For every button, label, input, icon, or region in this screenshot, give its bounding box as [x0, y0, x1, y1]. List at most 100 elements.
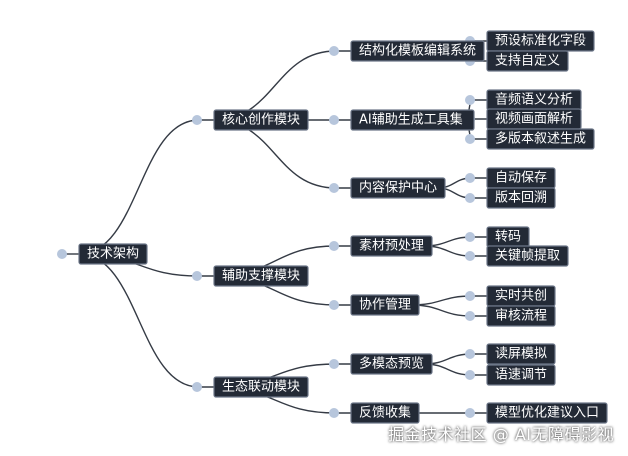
sub-node: 反馈收集 [350, 402, 420, 424]
sub-node-box [350, 109, 475, 131]
leaf-node: 预设标准化字段 [486, 30, 595, 52]
leaf-dot [465, 173, 475, 183]
leaf-node: 实时共创 [486, 285, 556, 307]
leaf-node-label: 语速调节 [495, 368, 547, 383]
leaf-node: 模型优化建议入口 [486, 402, 608, 424]
sub-node-box [350, 40, 485, 62]
leaf-node: 关键帧提取 [486, 245, 569, 267]
leaf-dot [465, 95, 475, 105]
leaf-node-label: 自动保存 [495, 171, 547, 186]
sub-node: 协作管理 [350, 294, 420, 316]
sub-to-leaf-line [410, 295, 487, 306]
leaf-node-box [486, 343, 556, 365]
sub-node-label: 反馈收集 [359, 405, 411, 421]
leaf-node: 转码 [486, 226, 530, 248]
leaf-dot [465, 370, 475, 380]
leaf-node: 音频语义分析 [486, 89, 582, 111]
sub-dot [329, 359, 339, 369]
leaf-node-label: 多版本叙述生成 [495, 131, 586, 147]
leaf-dot [465, 251, 475, 261]
leaf-node: 视频画面解析 [486, 108, 582, 130]
leaf-node: 版本回溯 [486, 187, 556, 209]
sub-node: AI辅助生成工具集 [350, 109, 475, 131]
leaf-dot [465, 193, 475, 203]
branch-node-box [213, 265, 309, 287]
leaf-node-box [486, 187, 556, 209]
leaf-node-box [486, 50, 569, 72]
sub-to-leaf-line [423, 363, 487, 376]
leaf-dot [465, 408, 475, 418]
sub-node-label: 素材预处理 [359, 239, 424, 254]
leaf-node-label: 支持自定义 [495, 54, 560, 69]
leaf-dot [465, 232, 475, 242]
sub-dot [329, 408, 339, 418]
root-node-label: 技术架构 [87, 247, 139, 262]
sub-dot [329, 183, 339, 193]
sub-dot [329, 300, 339, 310]
sub-dot [329, 241, 339, 251]
leaf-node-box [486, 305, 556, 327]
leaf-node-label: 审核流程 [495, 309, 547, 324]
leaf-node: 多版本叙述生成 [486, 128, 595, 150]
leaf-node-label: 关键帧提取 [495, 248, 560, 264]
leaf-node-label: 音频语义分析 [495, 92, 573, 108]
branch-dot [192, 382, 202, 392]
leaf-node-label: 预设标准化字段 [495, 34, 586, 49]
root-node: 技术架构 [78, 243, 148, 265]
branch-dot [192, 271, 202, 281]
sub-node-box [350, 177, 446, 199]
root-node-box [78, 243, 148, 265]
watermark: 掘金技术社区 @ AI无障碍影视 [388, 425, 614, 444]
leaf-node-label: 视频画面解析 [495, 112, 573, 127]
leaf-node: 自动保存 [486, 167, 556, 189]
root-left-dot [57, 249, 67, 259]
sub-node-label: 结构化模板编辑系统 [359, 44, 476, 59]
sub-dot [329, 115, 339, 125]
sub-to-leaf-line [423, 245, 487, 257]
sub-node-box [350, 402, 420, 424]
sub-to-leaf-line [423, 353, 487, 365]
sub-node-label: 多模态预览 [359, 356, 424, 372]
sub-node-label: 协作管理 [359, 298, 411, 313]
leaf-node: 语速调节 [486, 364, 556, 386]
branch-dot [192, 115, 202, 125]
branch-node-box [213, 376, 309, 398]
leaf-node-box [486, 128, 595, 150]
sub-node-label: 内容保护中心 [359, 180, 437, 196]
leaf-dot [465, 134, 475, 144]
sub-node: 内容保护中心 [350, 177, 446, 199]
sub-node: 素材预处理 [350, 235, 433, 257]
sub-to-leaf-line [423, 236, 487, 247]
leaf-node-label: 模型优化建议入口 [495, 406, 599, 421]
branch-node: 核心创作模块 [213, 109, 309, 131]
leaf-node-label: 实时共创 [495, 289, 547, 304]
sub-dot [329, 46, 339, 56]
leaf-dot [465, 349, 475, 359]
sub-node-box [350, 294, 420, 316]
sub-node-box [350, 353, 433, 375]
branch-node: 辅助支撑模块 [213, 265, 309, 287]
leaf-node-label: 读屏模拟 [495, 347, 547, 362]
leaf-node: 审核流程 [486, 305, 556, 327]
branch-node: 生态联动模块 [213, 376, 309, 398]
leaf-node-box [486, 364, 556, 386]
leaf-node-label: 转码 [495, 230, 521, 245]
root-to-branch-line [78, 119, 214, 255]
branch-node-label: 核心创作模块 [222, 113, 300, 128]
sub-node-label: AI辅助生成工具集 [359, 112, 463, 128]
leaf-node: 支持自定义 [486, 50, 569, 72]
leaf-node-box [486, 402, 608, 424]
sub-node: 多模态预览 [350, 353, 433, 375]
branch-node-label: 生态联动模块 [222, 380, 300, 395]
leaf-dot [465, 311, 475, 321]
leaf-node-box [486, 245, 569, 267]
leaf-node-label: 版本回溯 [495, 190, 547, 206]
sub-node-box [350, 235, 433, 257]
leaf-dot [465, 291, 475, 301]
sub-node: 结构化模板编辑系统 [350, 40, 485, 62]
leaf-node: 读屏模拟 [486, 343, 556, 365]
sub-to-leaf-line [410, 304, 487, 317]
branch-node-label: 辅助支撑模块 [222, 269, 300, 284]
